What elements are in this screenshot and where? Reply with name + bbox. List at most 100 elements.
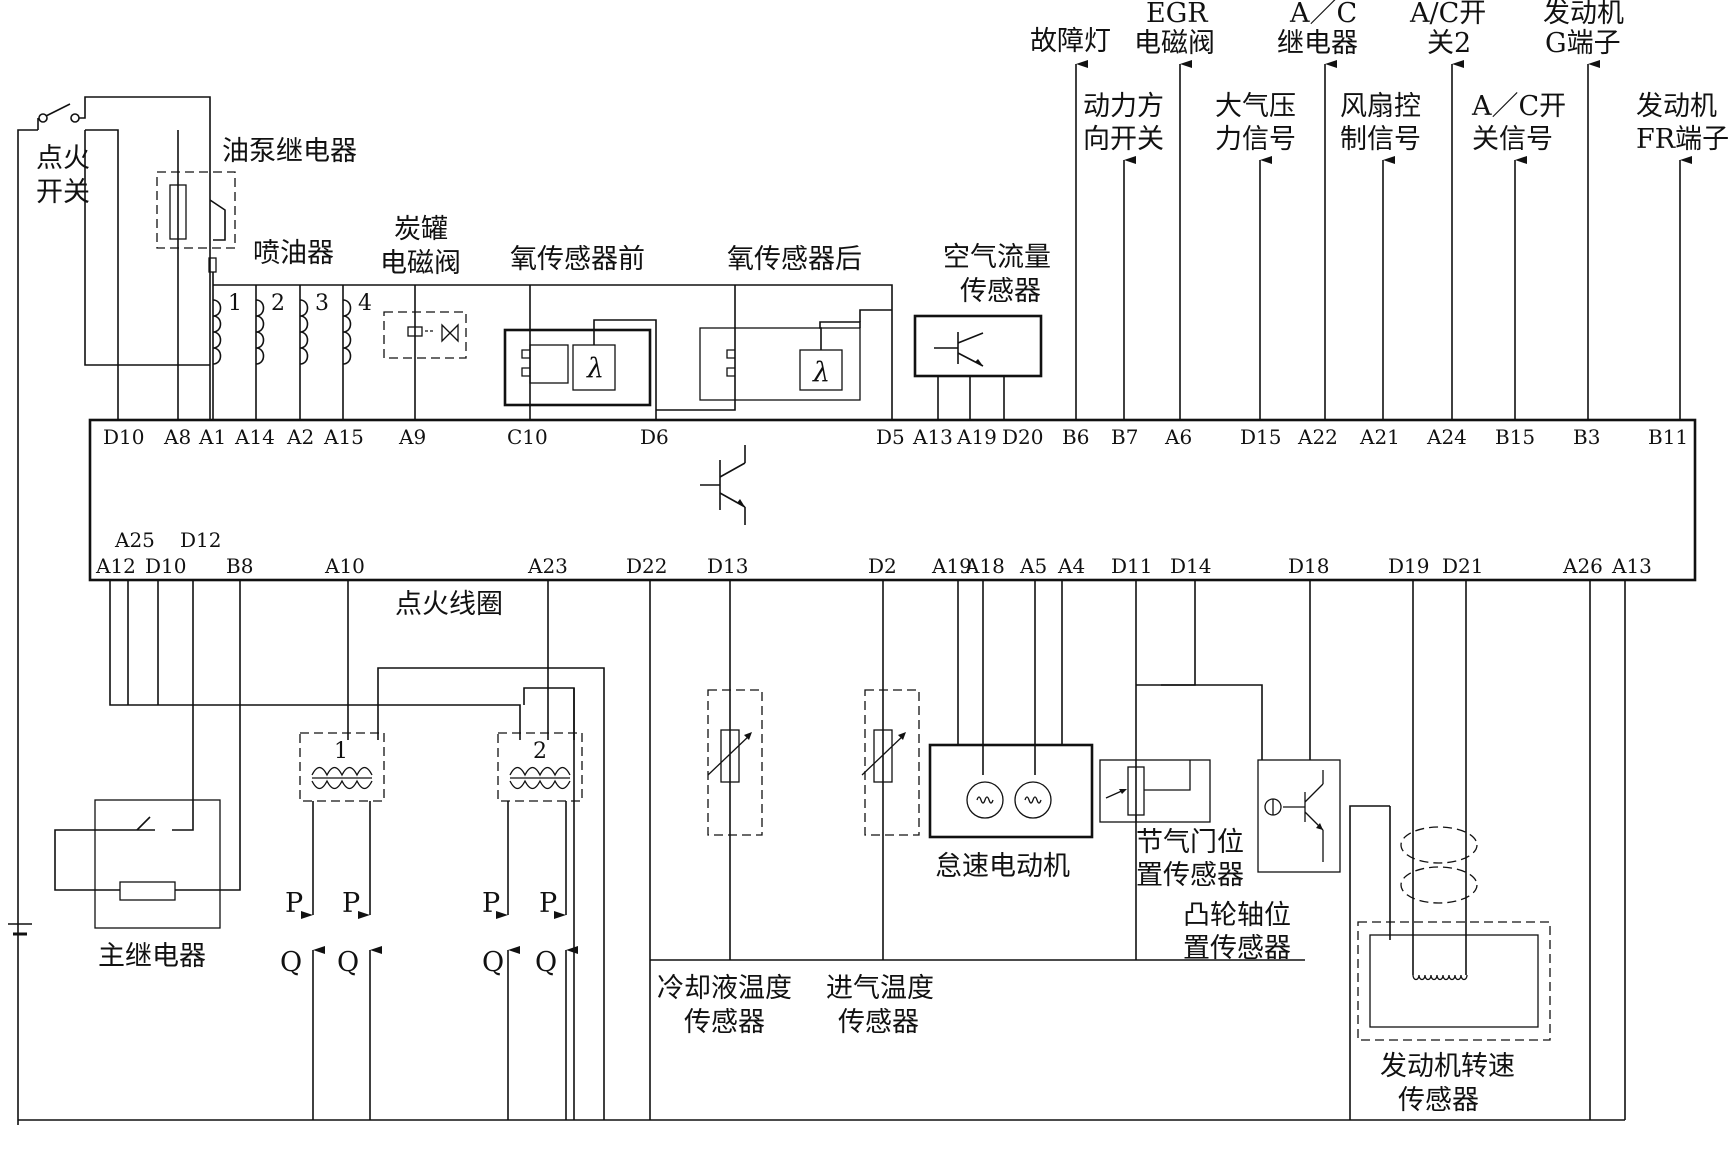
pin-label: A15 <box>323 425 364 449</box>
input-label-ac-switch: 关信号 <box>1472 124 1553 155</box>
input-label-ac-switch: A／C开 <box>1471 91 1566 122</box>
input-label-baro: 力信号 <box>1215 124 1296 155</box>
pin-label: D15 <box>1240 425 1281 449</box>
pin-label: A18 <box>964 554 1005 578</box>
pin-label: A22 <box>1297 425 1338 449</box>
pin-label: B11 <box>1648 425 1688 449</box>
throttle-position-sensor <box>1099 580 1263 960</box>
pin-label: A1 <box>198 425 226 449</box>
pin-label: D6 <box>640 425 669 449</box>
pin-label: A19 <box>931 554 972 578</box>
spark-input-label: Q <box>535 947 557 978</box>
injectors <box>212 285 352 420</box>
spark-output-label: P <box>482 888 500 919</box>
ignition-coil-2 <box>497 732 583 802</box>
camshaft-position-sensor <box>1257 580 1341 873</box>
intake-temp-label: 进气温度 <box>826 973 934 1004</box>
injector-number: 4 <box>358 291 372 316</box>
lambda-icon: λ <box>812 357 830 388</box>
idle-motor-label: 怠速电动机 <box>935 851 1070 882</box>
pin-label: A25 <box>114 528 155 552</box>
ecu-top-pins: D10 A8 A1 A14 A2 A15 A9 C10 D6 D5 A13 A1… <box>103 425 1688 449</box>
pin-label: A13 <box>912 425 953 449</box>
main-relay-label: 主继电器 <box>98 941 206 972</box>
injector-number: 3 <box>315 291 329 316</box>
tps-label: 节气门位 <box>1136 827 1244 858</box>
ignition-switch-label: 开关 <box>36 177 90 208</box>
pin-label: A5 <box>1019 554 1047 578</box>
output-label-ac-relay: A／C <box>1289 0 1357 29</box>
pin-label: A12 <box>95 554 136 578</box>
output-label-engine-g: 发动机 <box>1543 0 1624 29</box>
pin-label: A21 <box>1359 425 1400 449</box>
pin-label: D19 <box>1388 554 1429 578</box>
pin-label: C10 <box>507 425 548 449</box>
engine-speed-sensor <box>1349 580 1626 1120</box>
pin-label: D13 <box>707 554 748 578</box>
output-label-egr: EGR <box>1146 0 1208 29</box>
pin-label: A19 <box>956 425 997 449</box>
fuel-pump-relay-label: 油泵继电器 <box>222 136 357 167</box>
pin-label: D14 <box>1170 554 1211 578</box>
output-label-ac-switch2: A/C开 <box>1409 0 1486 29</box>
o2-sensor-rear <box>656 285 892 411</box>
pin-label: D20 <box>1002 425 1043 449</box>
speed-sensor-label: 传感器 <box>1398 1085 1479 1116</box>
canister-solenoid <box>383 285 467 420</box>
pin-label: D2 <box>868 554 897 578</box>
input-label-engine-fr: 发动机 <box>1636 91 1717 122</box>
injectors-label: 喷油器 <box>253 238 334 269</box>
output-label-fault-lamp: 故障灯 <box>1030 26 1111 57</box>
ignition-coil-1 <box>299 732 385 802</box>
pin-label: A13 <box>1611 554 1652 578</box>
spark-output-label: P <box>342 888 360 919</box>
coolant-label: 传感器 <box>684 1007 765 1038</box>
pin-label: D21 <box>1442 554 1483 578</box>
lambda-icon: λ <box>586 353 604 384</box>
output-label-ac-switch2: 关2 <box>1427 28 1471 59</box>
pin-label: D10 <box>145 554 186 578</box>
injector-number: 2 <box>271 291 285 316</box>
power-rails <box>8 129 1625 1125</box>
tps-label: 置传感器 <box>1136 860 1244 891</box>
coil-number: 2 <box>533 739 547 764</box>
pin-label: A14 <box>234 425 275 449</box>
o2-front-label: 氧传感器前 <box>510 244 645 275</box>
spark-input-label: Q <box>337 947 359 978</box>
top-signal-lines <box>1075 60 1692 420</box>
ignition-coil-label: 点火线圈 <box>395 589 503 620</box>
injector-number: 1 <box>228 291 242 316</box>
input-label-engine-fr: FR端子 <box>1636 124 1729 155</box>
maf-label: 传感器 <box>960 276 1041 307</box>
injector-supply-bus <box>213 284 893 420</box>
output-label-ac-relay: 继电器 <box>1277 28 1358 59</box>
coolant-label: 冷却液温度 <box>657 973 792 1004</box>
pin-label: D12 <box>180 528 221 552</box>
coil-number: 1 <box>334 739 348 764</box>
ecu-bottom-pins: A25 D12 A12 D10 B8 A10 A23 D22 D13 D2 A1… <box>95 528 1652 578</box>
pin-label: B6 <box>1062 425 1089 449</box>
input-label-fan: 制信号 <box>1340 124 1421 155</box>
maf-label: 空气流量 <box>943 242 1051 273</box>
ignition-switch <box>37 96 211 420</box>
pin-label: D22 <box>626 554 667 578</box>
sensor-ground <box>649 580 1305 1120</box>
spark-output-label: P <box>539 888 557 919</box>
intake-temp-label: 传感器 <box>838 1007 919 1038</box>
pin-label: A23 <box>527 554 568 578</box>
pin-label: A6 <box>1164 425 1192 449</box>
pin-label: D10 <box>103 425 144 449</box>
input-label-baro: 大气压 <box>1215 91 1296 122</box>
pin-label: D18 <box>1288 554 1329 578</box>
o2-rear-label: 氧传感器后 <box>727 244 862 275</box>
spark-lines <box>301 801 578 1120</box>
pin-label: B7 <box>1111 425 1138 449</box>
pin-label: A9 <box>398 425 426 449</box>
ignition-switch-label: 点火 <box>36 143 90 174</box>
input-label-power-steering: 动力方 <box>1083 91 1164 122</box>
pin-label: A4 <box>1057 554 1085 578</box>
fuel-pump-relay <box>156 130 236 420</box>
cam-sensor-label: 凸轮轴位 <box>1183 900 1291 931</box>
idle-motor <box>928 580 1094 839</box>
